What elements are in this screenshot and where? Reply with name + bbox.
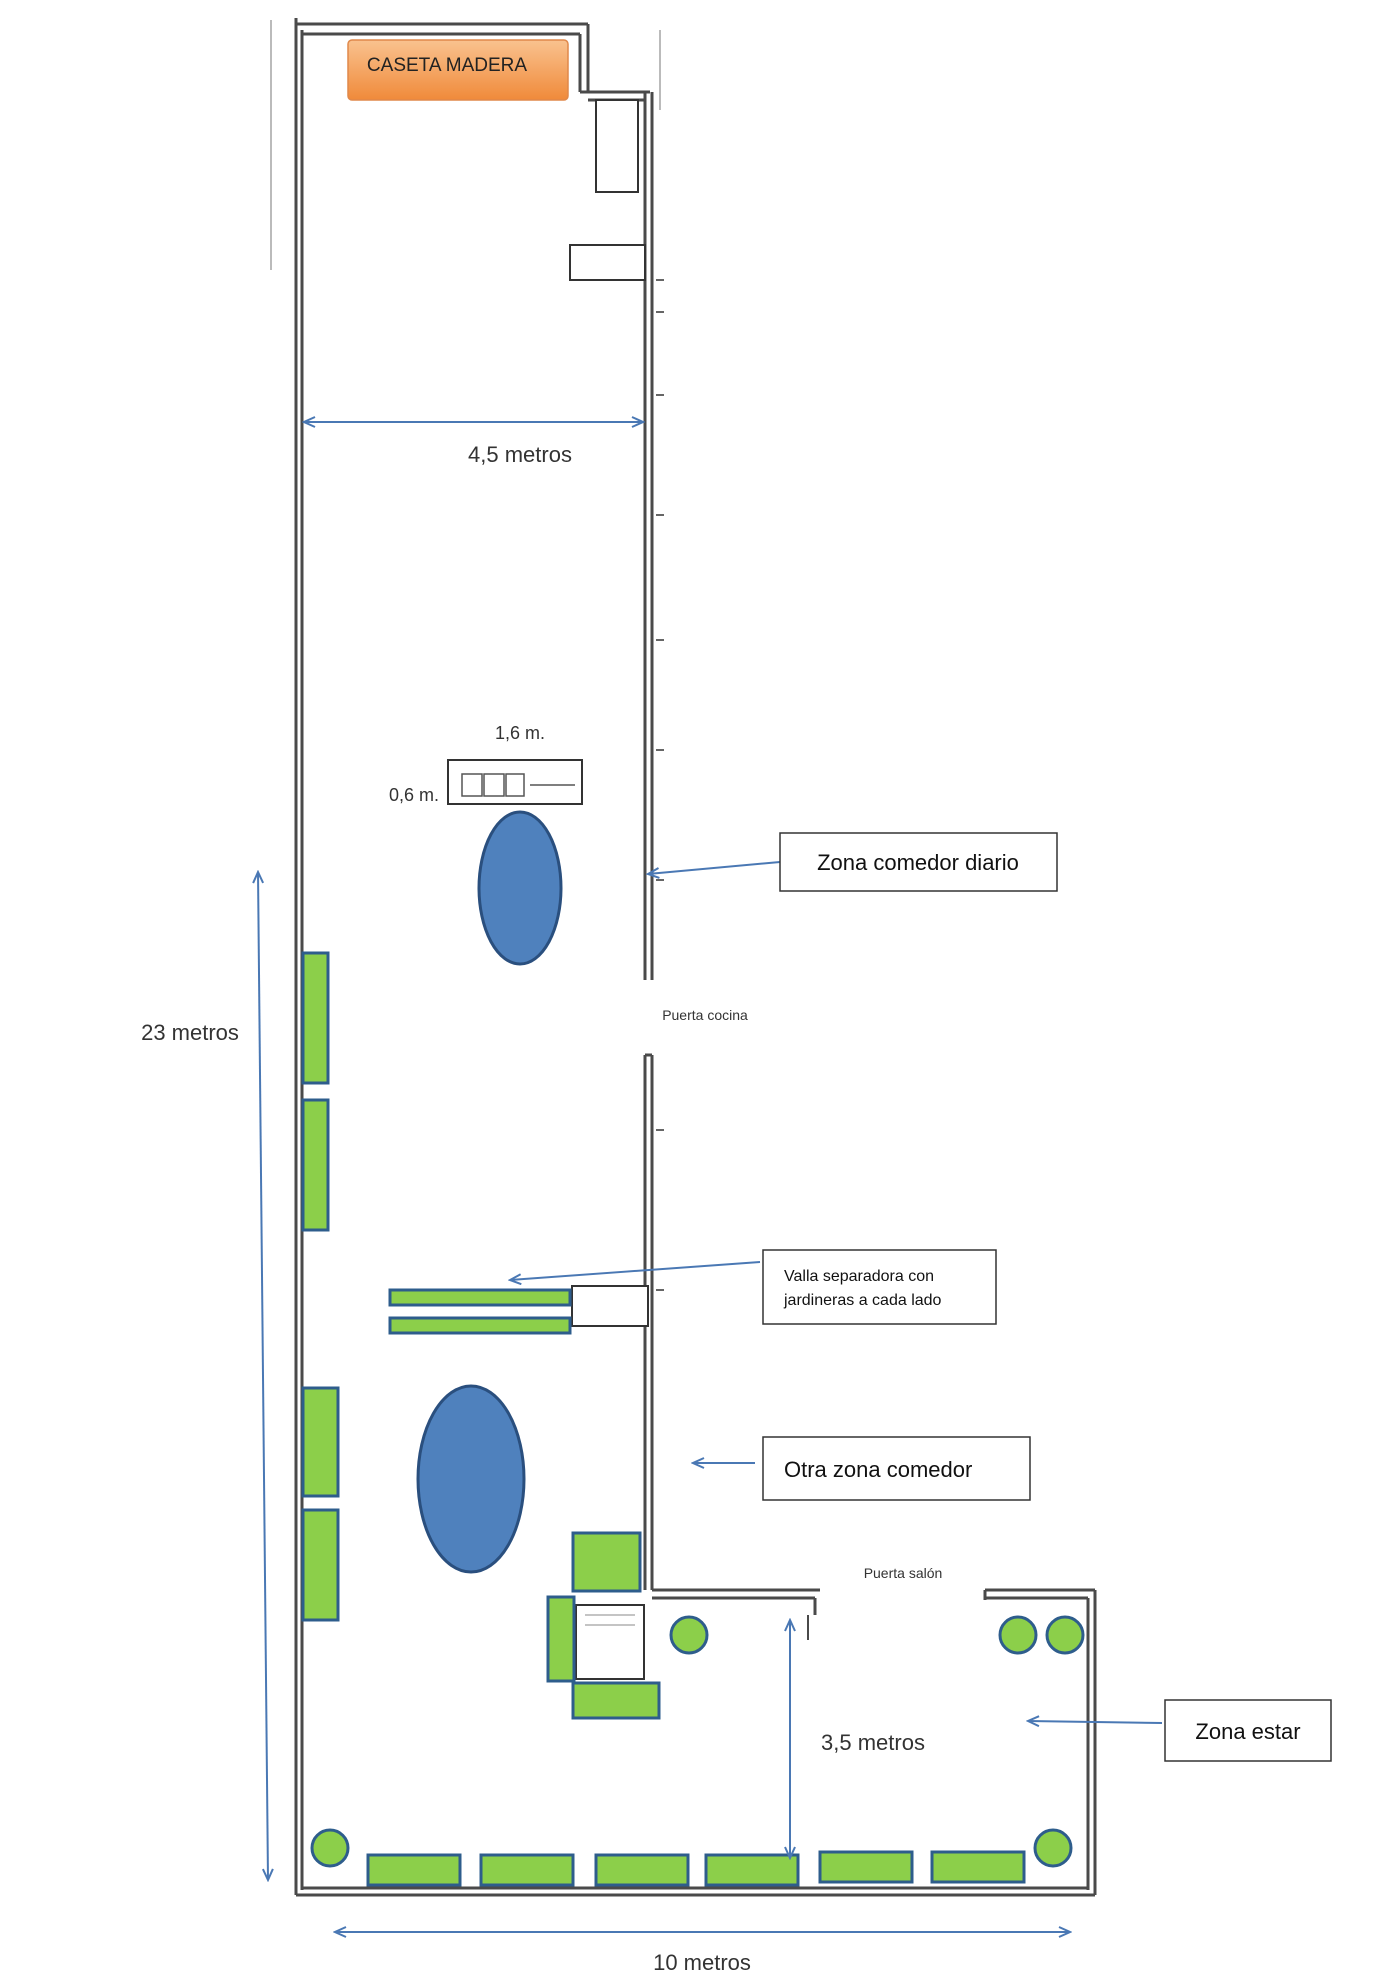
planter-left-3 bbox=[301, 1386, 340, 1498]
caseta-madera: CASETA MADERA bbox=[347, 39, 569, 101]
fixture-box-top bbox=[595, 99, 639, 193]
dim-label-4-5: 4,5 metros bbox=[468, 442, 572, 467]
planter-bottom-4 bbox=[704, 1853, 800, 1887]
planter-bottom-5 bbox=[818, 1850, 914, 1884]
fixture-fence-post bbox=[571, 1285, 649, 1327]
planter-fence-2 bbox=[388, 1316, 572, 1335]
planter-bottom-1 bbox=[366, 1853, 462, 1887]
fixture-barbecue bbox=[575, 1604, 645, 1680]
dim-label-bench-h: 0,6 m. bbox=[389, 785, 439, 805]
planters bbox=[301, 951, 1085, 1887]
planter-left-4 bbox=[301, 1508, 340, 1622]
callout-arrows bbox=[510, 861, 1163, 1723]
planter-fence-1 bbox=[388, 1288, 572, 1307]
dimensions bbox=[258, 422, 1070, 1932]
caseta-label: CASETA MADERA bbox=[367, 55, 527, 76]
dim-label-bench-w: 1,6 m. bbox=[495, 723, 545, 743]
seat-bottom bbox=[571, 1681, 661, 1720]
callout-zona-estar-text: Zona estar bbox=[1195, 1719, 1300, 1744]
dim-label-3-5: 3,5 metros bbox=[821, 1730, 925, 1755]
callout-otra-comedor: Otra zona comedor bbox=[762, 1436, 1031, 1501]
fixtures bbox=[447, 99, 649, 1680]
callout-zona-estar: Zona estar bbox=[1164, 1699, 1332, 1762]
pot-3 bbox=[1045, 1615, 1085, 1655]
callout-otra-comedor-text: Otra zona comedor bbox=[784, 1457, 972, 1482]
label-puerta-cocina: Puerta cocina bbox=[662, 1007, 748, 1023]
pot-5 bbox=[1033, 1828, 1073, 1868]
dim-label-10: 10 metros bbox=[653, 1950, 751, 1975]
arrow-comedor-diario bbox=[648, 861, 781, 874]
walls bbox=[270, 18, 1097, 1897]
arrow-zona-estar bbox=[1028, 1721, 1163, 1723]
planter-bottom-2 bbox=[479, 1853, 575, 1887]
seat-left bbox=[546, 1595, 576, 1683]
planter-bottom-6 bbox=[930, 1850, 1026, 1884]
planter-bottom-3 bbox=[594, 1853, 690, 1887]
dining-table-upper bbox=[477, 810, 563, 966]
pot-4 bbox=[310, 1828, 350, 1868]
pot-2 bbox=[998, 1615, 1038, 1655]
callout-comedor-diario-text: Zona comedor diario bbox=[817, 850, 1019, 875]
callout-valla-line2: jardineras a cada lado bbox=[783, 1292, 942, 1309]
planter-left-1 bbox=[301, 951, 330, 1085]
planter-left-2 bbox=[301, 1098, 330, 1232]
callout-comedor-diario: Zona comedor diario bbox=[779, 832, 1058, 892]
tables bbox=[416, 810, 563, 1574]
fixture-sink bbox=[569, 244, 646, 281]
arrow-valla bbox=[510, 1261, 761, 1280]
dim-arrow-23 bbox=[258, 872, 268, 1880]
dim-label-23: 23 metros bbox=[141, 1020, 239, 1045]
seat-top bbox=[571, 1531, 642, 1593]
fixture-bench bbox=[447, 759, 583, 805]
label-puerta-salon: Puerta salón bbox=[864, 1565, 943, 1581]
dining-table-lower bbox=[416, 1384, 526, 1574]
callout-valla: Valla separadora con jardineras a cada l… bbox=[762, 1249, 997, 1325]
pot-1 bbox=[669, 1615, 709, 1655]
callout-valla-line1: Valla separadora con bbox=[784, 1268, 934, 1285]
